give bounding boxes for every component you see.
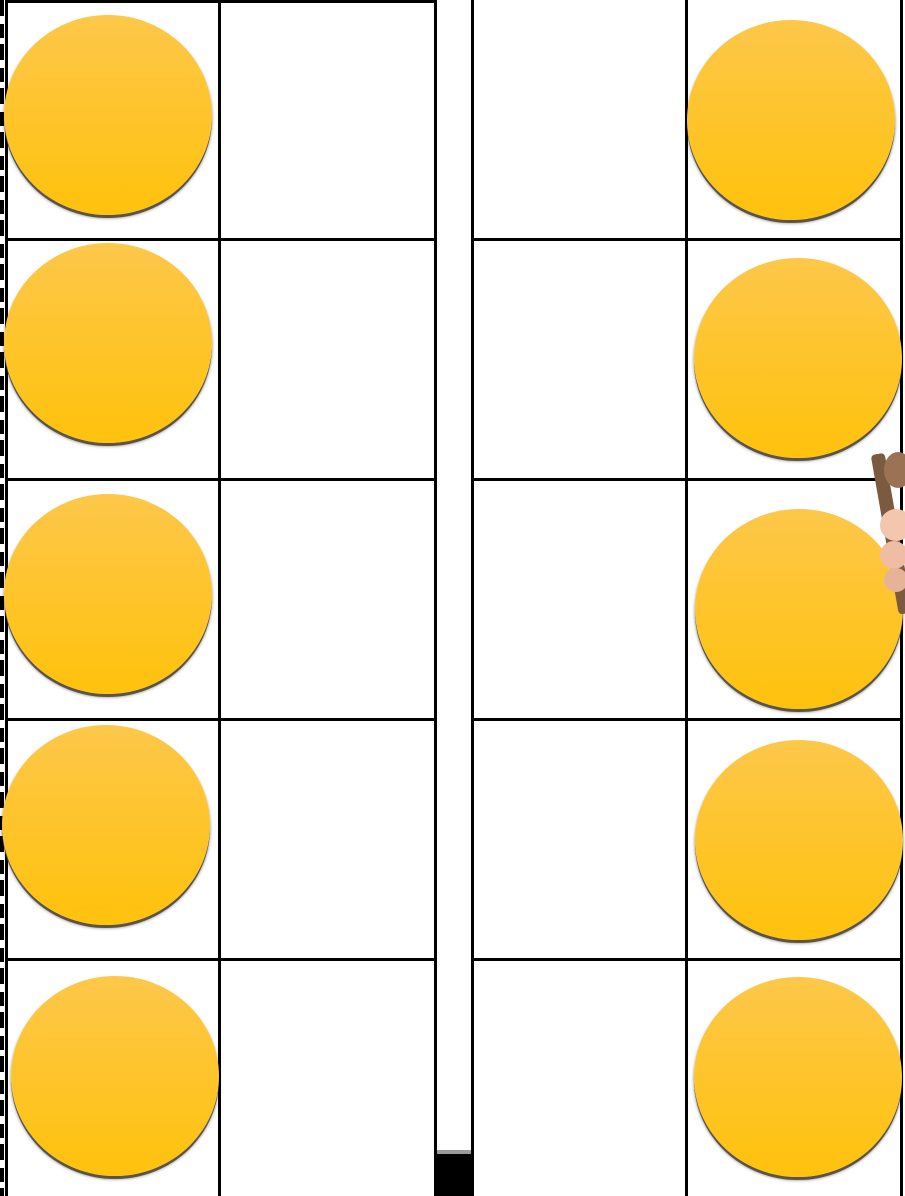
right-ten-frame <box>471 0 905 1196</box>
left-ten-frame <box>0 0 437 1196</box>
frame-line <box>5 0 437 3</box>
counter-right-row-1[interactable] <box>687 20 895 220</box>
frame-line <box>5 718 437 721</box>
counter-right-row-4[interactable] <box>695 740 903 940</box>
frame-line <box>471 718 903 721</box>
frame-line <box>471 238 903 241</box>
frame-line <box>685 0 688 1196</box>
frame-line <box>5 238 437 241</box>
counter-right-row-2[interactable] <box>694 258 902 458</box>
frame-line <box>471 0 474 1196</box>
counter-left-row-2[interactable] <box>4 243 212 443</box>
frame-line <box>471 958 903 961</box>
frame-line <box>5 958 437 961</box>
divider-bar <box>437 1150 471 1196</box>
frame-line <box>471 478 903 481</box>
counter-left-row-1[interactable] <box>4 15 212 215</box>
counter-left-row-3[interactable] <box>4 494 212 694</box>
frame-line <box>5 478 437 481</box>
counter-right-row-5[interactable] <box>694 977 902 1177</box>
counter-left-row-4[interactable] <box>2 725 210 925</box>
frame-line <box>218 0 221 1196</box>
frame-line <box>434 0 437 1196</box>
hand-holding-stick-icon <box>870 445 905 615</box>
counter-left-row-5[interactable] <box>11 976 219 1176</box>
